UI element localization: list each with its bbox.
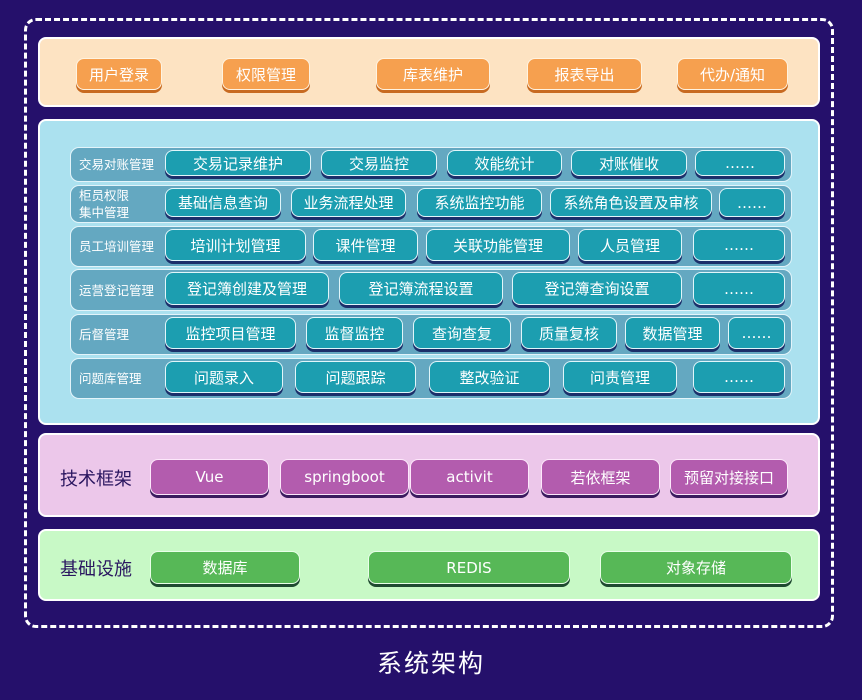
module-button[interactable]: 关联功能管理 [426, 229, 570, 261]
more-button[interactable]: …… [693, 272, 785, 305]
tech-button-3[interactable]: activit [410, 459, 529, 495]
module-button[interactable]: 课件管理 [313, 229, 418, 261]
business-layer-panel: 交易对账管理交易记录维护交易监控效能统计对账催收 …… 柜员权限集中管理 基础信息查询… [38, 119, 820, 425]
more-button[interactable]: …… [693, 361, 785, 393]
module-button[interactable]: 质量复核 [521, 317, 617, 349]
row-label: 运营登记管理 [79, 282, 155, 298]
row-label: 员工培训管理 [79, 239, 155, 254]
business-row: 员工培训管理培训计划管理课件管理关联功能管理人员管理 …… [70, 226, 792, 267]
infra-button-1[interactable]: 数据库 [150, 551, 300, 584]
business-row: 运营登记管理登记簿创建及管理登记簿流程设置登记簿查询设置 …… [70, 269, 792, 311]
more-button[interactable]: …… [693, 229, 785, 261]
module-button[interactable]: 数据管理 [625, 317, 720, 349]
business-row: 柜员权限集中管理 基础信息查询业务流程处理系统监控功能系统角色设置及审核…… [70, 185, 792, 223]
top-button-2[interactable]: 权限管理 [222, 58, 310, 90]
module-button[interactable]: 对账催收 [571, 150, 687, 176]
module-button[interactable]: 问题录入 [165, 361, 283, 393]
top-button-5[interactable]: 代办/通知 [677, 58, 788, 90]
top-button-3[interactable]: 库表维护 [376, 58, 490, 90]
top-button-1[interactable]: 用户登录 [76, 58, 162, 90]
module-button[interactable]: 交易记录维护 [165, 150, 311, 176]
infra-layer-panel: 基础设施 数据库 REDIS 对象存储 [38, 529, 820, 601]
module-button[interactable]: 问题跟踪 [295, 361, 416, 393]
row-label: 交易对账管理 [79, 157, 155, 172]
module-button[interactable]: 登记簿流程设置 [339, 272, 503, 305]
business-row: 问题库管理 问题录入问题跟踪整改验证问责管理 …… [70, 358, 792, 399]
system-boundary [24, 18, 834, 628]
tech-button-1[interactable]: Vue [150, 459, 269, 495]
row-label: 问题库管理 [79, 371, 142, 386]
more-button[interactable]: …… [719, 188, 785, 217]
module-button[interactable]: 培训计划管理 [165, 229, 306, 261]
row-label: 柜员权限集中管理 [79, 188, 130, 220]
module-button[interactable]: 登记簿创建及管理 [165, 272, 329, 305]
module-button[interactable]: 登记簿查询设置 [512, 272, 682, 305]
module-button[interactable]: 监督监控 [306, 317, 403, 349]
tech-button-2[interactable]: springboot [280, 459, 409, 495]
tech-layer-label: 技术框架 [60, 469, 132, 490]
diagram-title: 系统架构 [376, 649, 485, 678]
module-button[interactable]: 基础信息查询 [165, 188, 281, 217]
module-button[interactable]: 系统监控功能 [417, 188, 542, 217]
module-button[interactable]: 效能统计 [447, 150, 562, 176]
more-button[interactable]: …… [695, 150, 785, 176]
infra-button-3[interactable]: 对象存储 [600, 551, 792, 584]
top-button-4[interactable]: 报表导出 [527, 58, 642, 90]
module-button[interactable]: 监控项目管理 [165, 317, 296, 349]
infra-button-2[interactable]: REDIS [368, 551, 570, 584]
more-button[interactable]: …… [728, 317, 785, 349]
module-button[interactable]: 查询查复 [413, 317, 511, 349]
module-button[interactable]: 交易监控 [321, 150, 437, 176]
module-button[interactable]: 问责管理 [563, 361, 677, 393]
business-row: 后督管理 监控项目管理监督监控查询查复质量复核数据管理…… [70, 314, 792, 355]
module-button[interactable]: 人员管理 [578, 229, 682, 261]
tech-button-4[interactable]: 若依框架 [541, 459, 660, 495]
business-row: 交易对账管理交易记录维护交易监控效能统计对账催收 …… [70, 147, 792, 182]
tech-button-5[interactable]: 预留对接接口 [670, 459, 788, 495]
module-button[interactable]: 系统角色设置及审核 [550, 188, 712, 217]
module-button[interactable]: 整改验证 [429, 361, 550, 393]
row-label: 后督管理 [79, 327, 130, 342]
infra-layer-label: 基础设施 [60, 559, 132, 580]
module-button[interactable]: 业务流程处理 [291, 188, 406, 217]
top-layer-panel: 用户登录 权限管理 库表维护 报表导出 代办/通知 [38, 37, 820, 107]
